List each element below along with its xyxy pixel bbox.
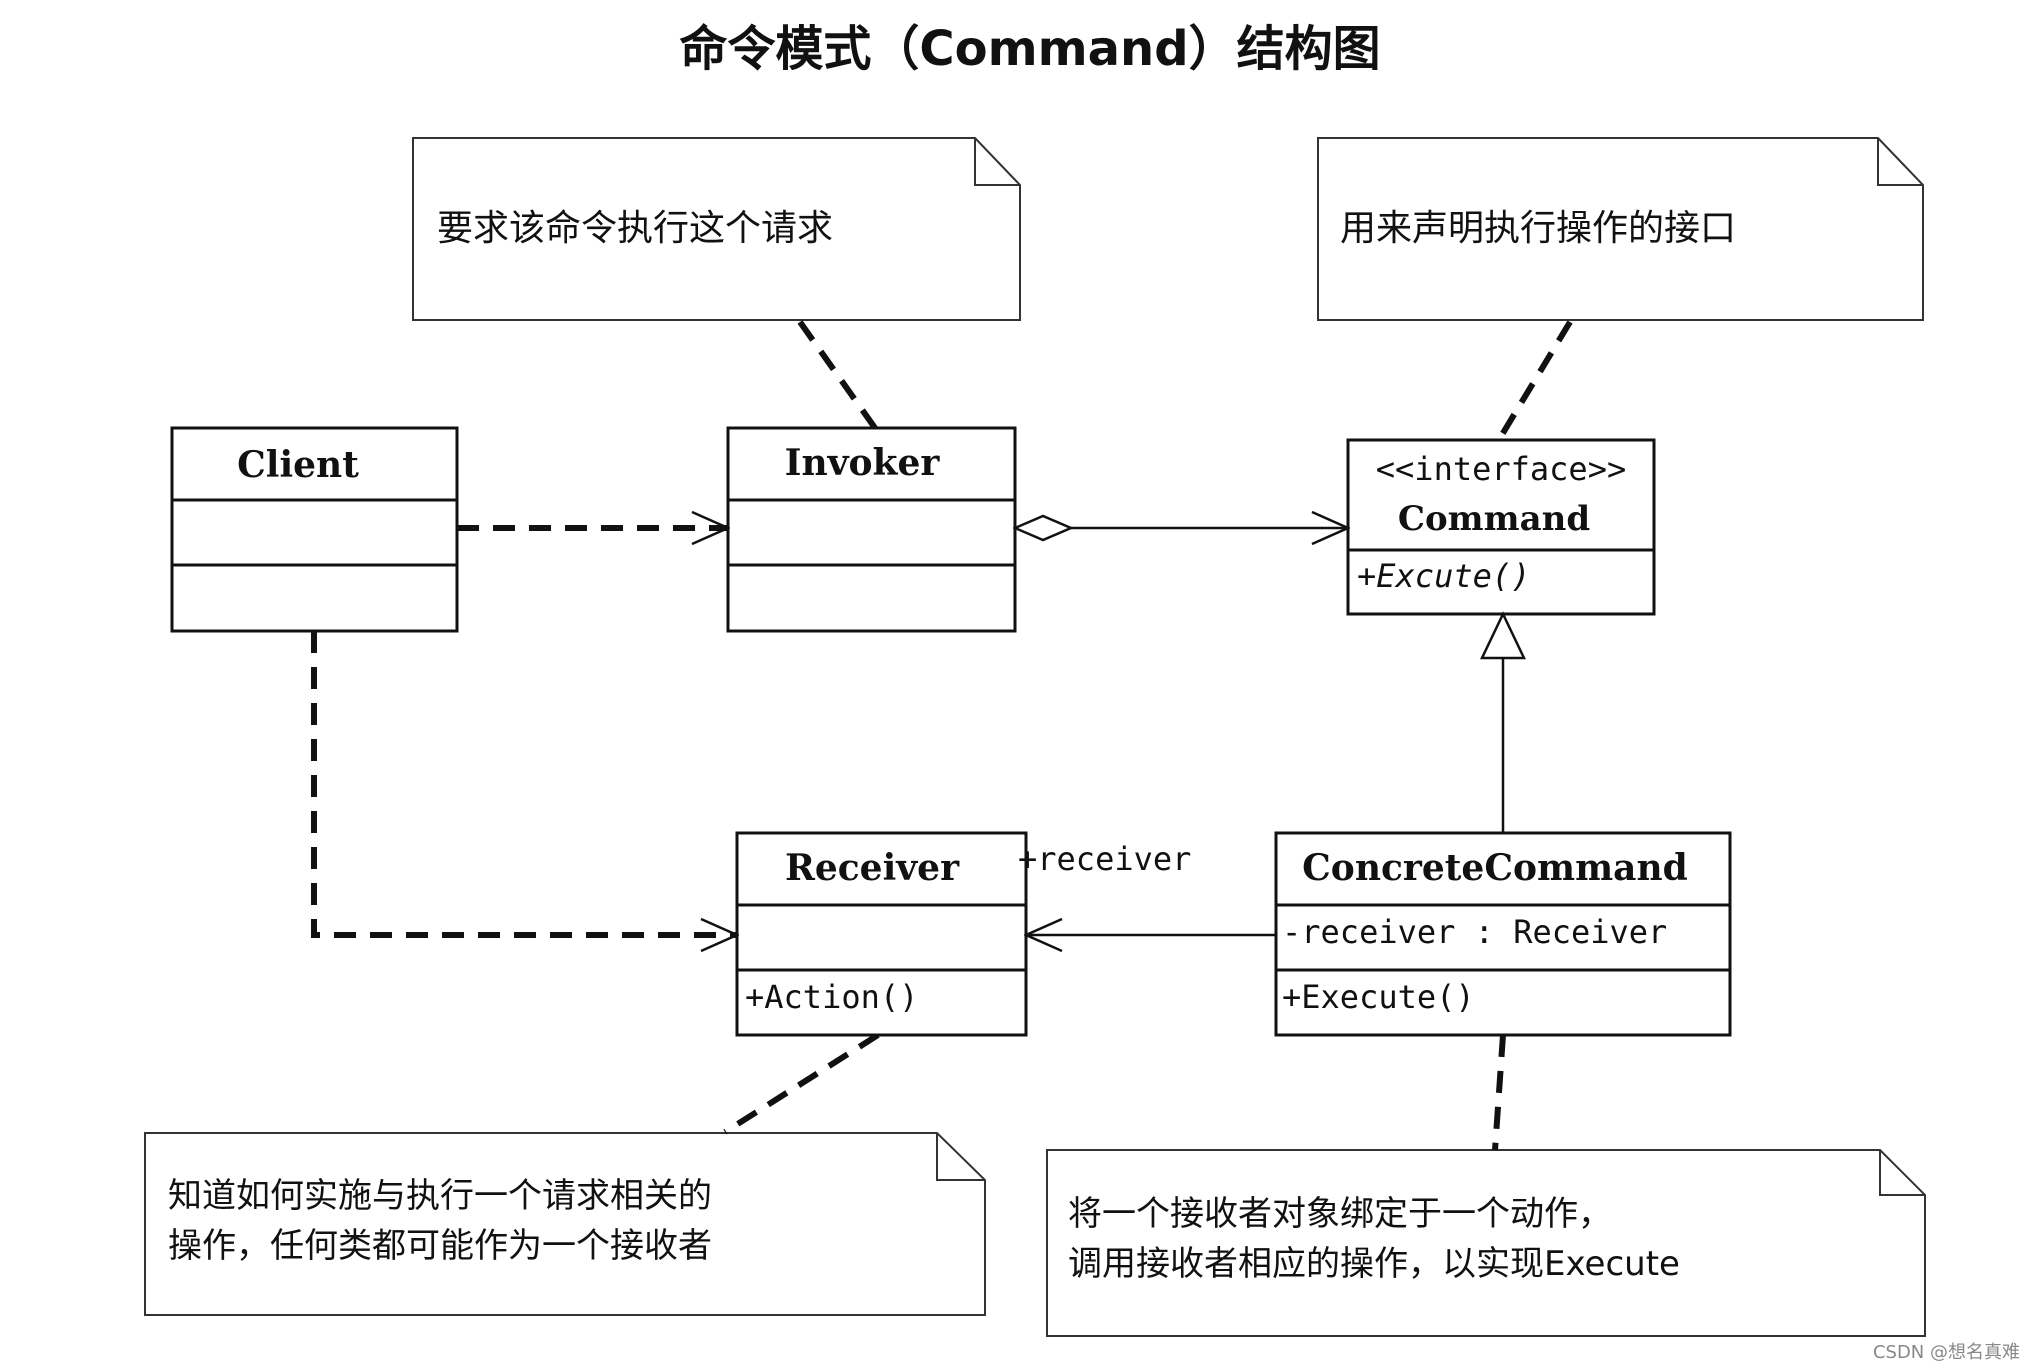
note-invoker-connector: [797, 320, 878, 430]
class-command-operation: +Excute(): [1357, 557, 1530, 595]
note-command: 用来声明执行操作的接口: [1317, 137, 1924, 321]
note-receiver-line-2: 操作，任何类都可能作为一个接收者: [168, 1226, 712, 1266]
note-receiver-connector: [723, 1032, 880, 1135]
diagram-title: 命令模式（Command）结构图: [679, 21, 1380, 77]
note-concrete-command-connector: [1492, 1034, 1506, 1151]
class-command-stereotype: <<interface>>: [1376, 450, 1626, 488]
note-invoker-line-1: 要求该命令执行这个请求: [437, 208, 833, 249]
class-invoker-name: Invoker: [785, 442, 941, 484]
class-concrete-command-operation: +Execute(): [1282, 978, 1475, 1016]
class-command-name: Command: [1398, 499, 1590, 539]
association-label: +receiver: [1018, 840, 1191, 878]
class-client-name: Client: [237, 444, 359, 486]
note-concrete-command-line-2: 调用接收者相应的操作，以实现Execute: [1068, 1244, 1680, 1284]
watermark: CSDN @想名真难: [1873, 1342, 2020, 1363]
note-receiver-line-1: 知道如何实施与执行一个请求相关的: [168, 1176, 712, 1216]
note-invoker: 要求该命令执行这个请求: [412, 137, 1021, 321]
class-client: Client: [170, 426, 459, 633]
note-concrete-command: 将一个接收者对象绑定于一个动作， 调用接收者相应的操作，以实现Execute: [1046, 1149, 1926, 1337]
class-receiver-operation: +Action(): [745, 978, 918, 1016]
note-receiver: 知道如何实施与执行一个请求相关的 操作，任何类都可能作为一个接收者: [144, 1132, 986, 1316]
class-receiver: Receiver +Action(): [735, 831, 1028, 1037]
note-command-line-1: 用来声明执行操作的接口: [1340, 208, 1736, 249]
class-command: <<interface>> Command +Excute(): [1346, 438, 1656, 616]
class-concrete-command-name: ConcreteCommand: [1302, 847, 1688, 889]
class-invoker: Invoker: [726, 426, 1017, 633]
class-concrete-command-attribute: -receiver : Receiver: [1282, 913, 1667, 951]
note-command-connector: [1497, 320, 1573, 440]
note-concrete-command-line-1: 将一个接收者对象绑定于一个动作，: [1068, 1194, 1612, 1234]
class-concrete-command: ConcreteCommand -receiver : Receiver +Ex…: [1274, 831, 1732, 1037]
class-receiver-name: Receiver: [785, 847, 960, 889]
dependency-client-receiver: [311, 631, 737, 935]
